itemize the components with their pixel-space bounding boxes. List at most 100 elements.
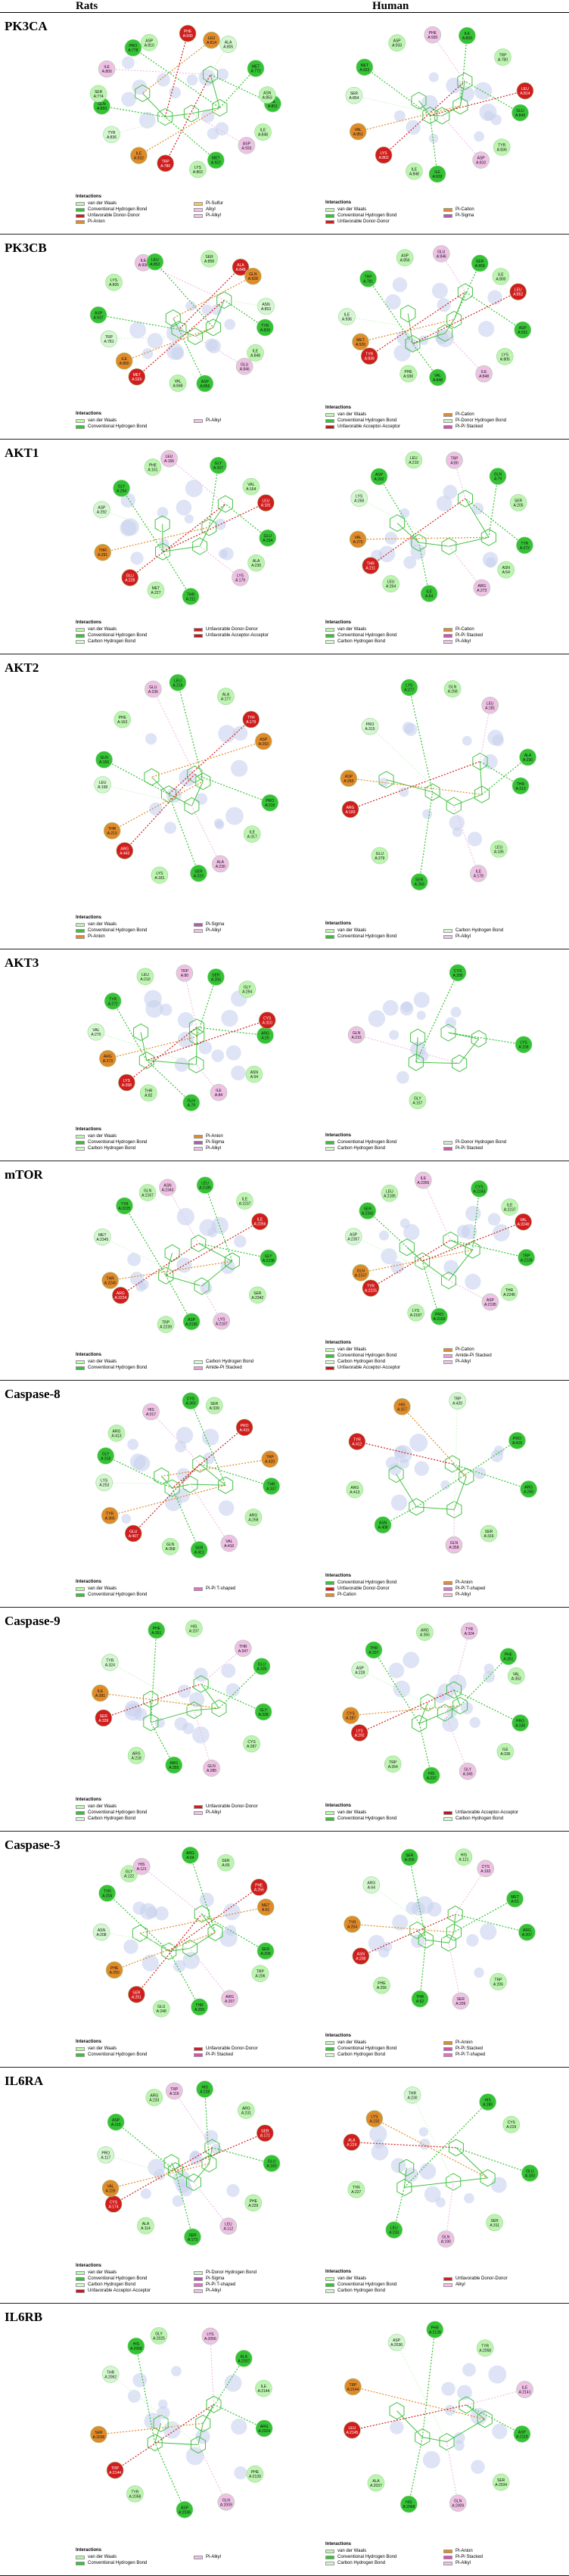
solvent-halo (437, 298, 451, 312)
residue-name: LEU (349, 2426, 356, 2431)
legend-label: Conventional Hydrogen Bond (88, 2561, 148, 2565)
legend-label: Pi-Alkyl (206, 928, 222, 933)
residue-number: A:183 (525, 2174, 535, 2178)
solvent-halo (483, 1663, 494, 1674)
residue-number: A:54 (250, 1075, 259, 1080)
interaction-line (132, 1463, 201, 1534)
ligand-ring (132, 1924, 148, 1942)
ligand-bond (444, 319, 455, 334)
interaction-line (168, 719, 252, 795)
residue-name: VAL (434, 374, 441, 378)
ligand-ring (192, 537, 208, 555)
ligand-ring (446, 797, 462, 815)
legend-item: Conventional Hydrogen Bond (76, 928, 189, 934)
residue-number: A:336 (515, 1723, 525, 1728)
legend-title: Interactions (76, 2040, 102, 2044)
residue-name: GLN (222, 2498, 231, 2503)
ligand-bond (459, 1038, 480, 1064)
protein-label: Caspase-8 (5, 1387, 61, 1401)
solvent-halo (179, 2183, 193, 2197)
solvent-halo (384, 531, 398, 545)
ligand-ring (205, 319, 221, 337)
residue-name: SER (194, 869, 203, 874)
residue-number: A:2037 (238, 2359, 250, 2363)
residue-circle (89, 306, 107, 324)
residue-name: LYS (110, 278, 118, 283)
header-rule (0, 12, 569, 13)
residue-name: ARG (477, 584, 486, 589)
residue-number: A:849 (515, 113, 525, 118)
residue-name: SER (95, 90, 103, 95)
residue-circle (203, 31, 220, 49)
residue-number: A:800 (120, 362, 129, 366)
ligand-bond (141, 92, 166, 117)
residue-circle (201, 2327, 219, 2345)
legend-swatch (76, 2289, 85, 2293)
legend-swatch (76, 1810, 85, 1815)
interaction-line (356, 1440, 453, 1465)
residue-name: LYS (406, 684, 413, 688)
residue-name: THR (267, 1482, 275, 1487)
residue-name: HIS (133, 2342, 140, 2347)
residue-name: CYS (247, 1740, 256, 1745)
residue-circle (217, 2494, 235, 2511)
legend-label: Unfavorable Acceptor-Acceptor (206, 633, 269, 638)
legend-swatch (443, 1146, 452, 1151)
ligand-bond (191, 107, 220, 114)
solvent-halo (192, 1726, 210, 1744)
interaction-line (164, 33, 188, 117)
ligand-bond (172, 1484, 191, 1489)
residue-circle (106, 2461, 124, 2479)
residue-number: A:2343 (162, 1189, 174, 1193)
residue-circle (103, 126, 120, 144)
residue-circle (509, 494, 527, 511)
interaction-line (370, 498, 466, 567)
interaction-line (359, 1669, 446, 1714)
legend-swatch (325, 2276, 334, 2281)
legend-item: van der Waals (76, 1586, 189, 1592)
legend-item: Conventional Hydrogen Bond (325, 2554, 439, 2560)
legend-label: Pi-Sigma (456, 213, 474, 218)
legend-title: Interactions (76, 1127, 102, 1132)
residue-name: GLN (207, 1764, 216, 1769)
residue-name: ILE (434, 170, 440, 175)
ligand-bond (161, 1475, 173, 1489)
residue-circle (459, 26, 476, 45)
ligand-bond (421, 1260, 449, 1281)
ligand-ring (448, 2139, 464, 2157)
residue-name: THR (99, 548, 107, 553)
residue-circle (211, 855, 229, 873)
legend-title: Interactions (76, 1580, 102, 1584)
legend-label: Carbon Hydrogen Bond (337, 2561, 386, 2565)
residue-circle (500, 1283, 518, 1301)
residue-number: A:268 (448, 690, 458, 694)
interaction-line (356, 1034, 460, 1064)
solvent-halo (414, 1461, 429, 1476)
residue-circle (221, 1990, 238, 2008)
interaction-line (112, 1001, 148, 1061)
interaction-line (353, 2386, 485, 2420)
residue-number: A:233 (149, 2098, 159, 2102)
interaction-line (350, 760, 480, 810)
residue-name: SER (210, 1402, 219, 1406)
interaction-line (223, 300, 266, 328)
